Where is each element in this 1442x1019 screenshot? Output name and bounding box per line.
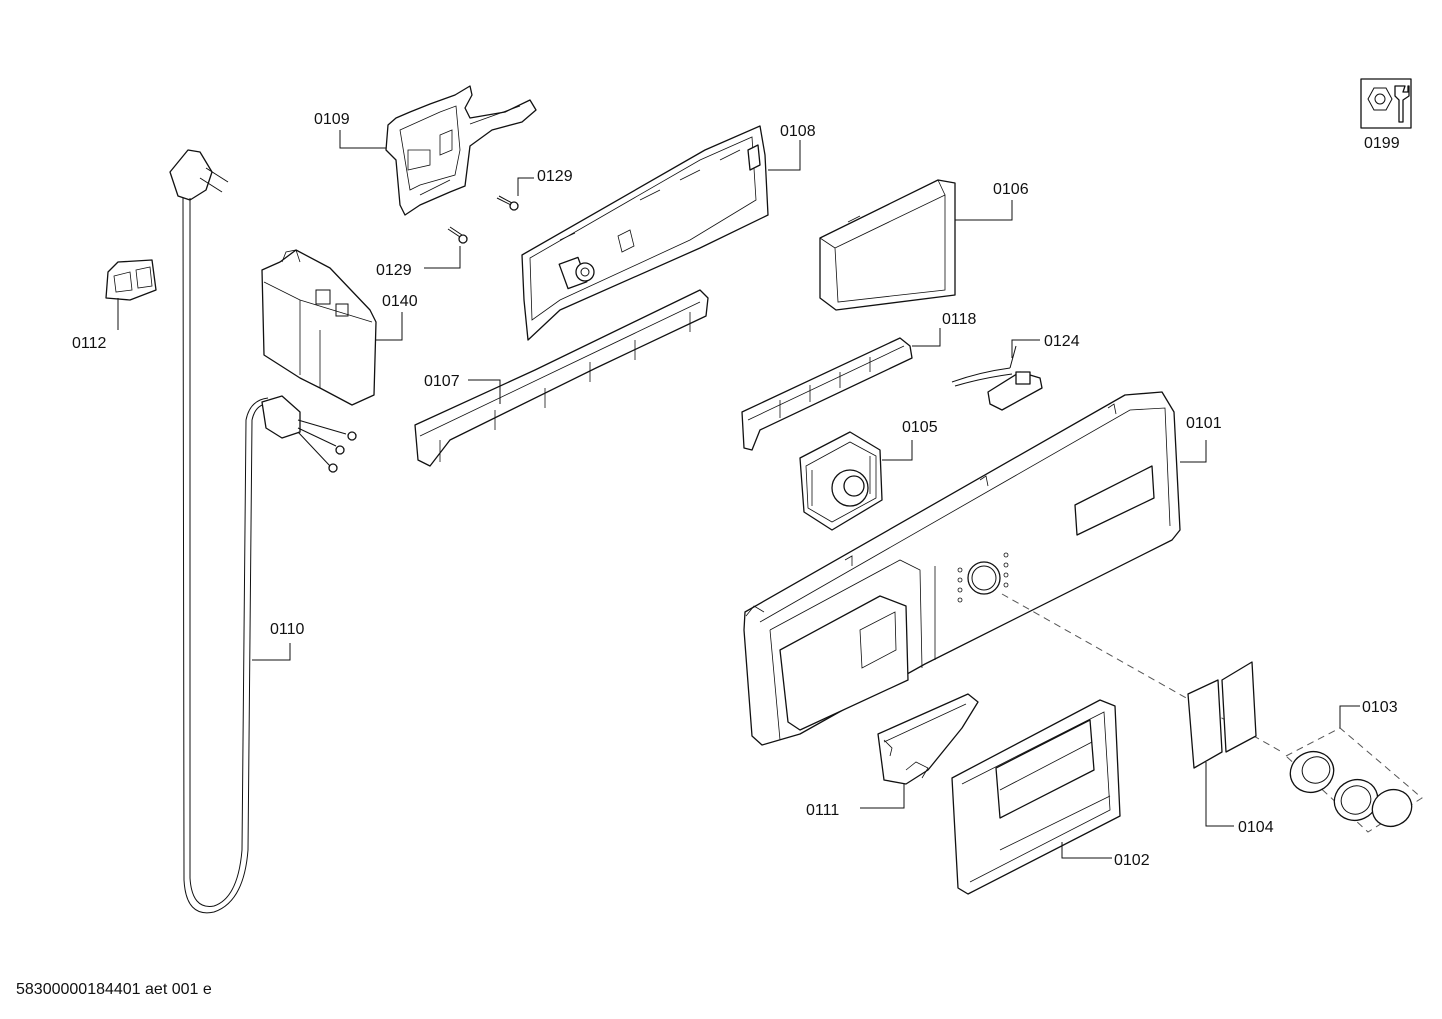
- leader-0105: [882, 440, 913, 461]
- label-0102: 0102: [1114, 852, 1150, 869]
- leader-0140: [376, 312, 403, 341]
- leader-0106: [955, 200, 1013, 221]
- part-0102-drawer-panel: [951, 699, 1121, 895]
- leader-0107: [468, 379, 501, 404]
- tool-kit-icon: [1360, 78, 1412, 129]
- part-0110-mains-cable: [169, 149, 357, 914]
- part-0106-display-frame: [819, 179, 956, 311]
- leader-0104: [1205, 762, 1234, 827]
- part-0101-control-panel: [743, 391, 1181, 746]
- label-0129-upper: 0129: [537, 168, 573, 185]
- leader-0103: [1339, 705, 1360, 728]
- label-0129-lower: 0129: [376, 262, 412, 279]
- part-0109-bracket: [385, 85, 537, 216]
- label-0107: 0107: [424, 373, 460, 390]
- part-0103-knob-set: [1285, 727, 1423, 833]
- drawing-id: 58300000184401 aet 001 e: [16, 981, 212, 998]
- part-0105-rotary-switch: [799, 431, 883, 531]
- label-0108: 0108: [780, 123, 816, 140]
- part-0129-screw-upper: [496, 195, 519, 211]
- label-0111: 0111: [806, 802, 839, 819]
- part-0111-drawer-insert: [877, 693, 979, 785]
- label-0110: 0110: [270, 621, 305, 638]
- part-0112-clip: [105, 259, 157, 301]
- label-0140: 0140: [382, 293, 418, 310]
- label-0101: 0101: [1186, 415, 1222, 432]
- leader-0129-lower: [424, 246, 461, 269]
- label-0118: 0118: [942, 311, 977, 328]
- leader-0102: [1061, 842, 1112, 859]
- label-0105: 0105: [902, 419, 938, 436]
- label-0199: 0199: [1364, 135, 1400, 152]
- leader-0124: [1011, 339, 1040, 358]
- label-0104: 0104: [1238, 819, 1274, 836]
- part-0107-button-bar: [414, 289, 709, 467]
- part-0140-filter-box: [261, 249, 377, 406]
- leader-0110: [252, 643, 291, 661]
- leader-0101: [1180, 440, 1207, 463]
- part-0104-label-foil: [1187, 661, 1257, 769]
- part-0108-control-board: [521, 125, 769, 341]
- label-0106: 0106: [993, 181, 1029, 198]
- part-0129-screw-lower: [447, 226, 468, 244]
- leader-0111: [860, 784, 905, 809]
- part-0124-small-board: [951, 345, 1043, 411]
- label-0109: 0109: [314, 111, 350, 128]
- label-0112: 0112: [72, 335, 107, 352]
- leader-0109: [339, 130, 386, 149]
- leader-0129-upper: [517, 177, 534, 196]
- part-0118-light-guide-bar: [741, 337, 913, 451]
- label-0124: 0124: [1044, 333, 1080, 350]
- label-0103: 0103: [1362, 699, 1398, 716]
- leader-0118: [912, 328, 941, 347]
- leader-0108: [768, 140, 801, 171]
